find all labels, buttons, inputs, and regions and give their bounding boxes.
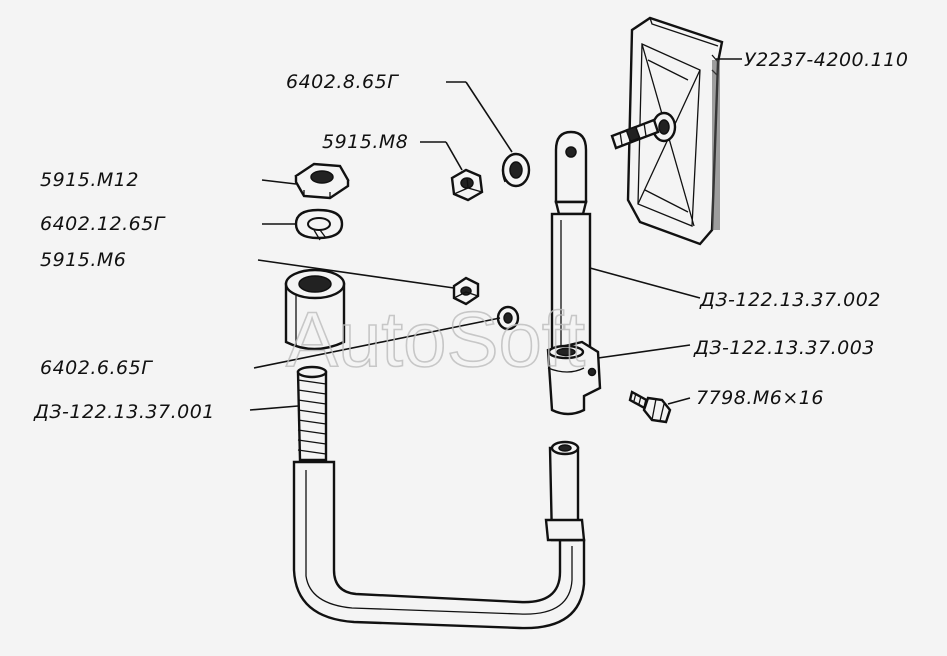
label-clamp: ДЗ-122.13.37.003	[693, 337, 875, 359]
label-nut-m12: 5915.М12	[40, 169, 139, 191]
u-bolt-part	[292, 365, 586, 630]
label-bolt: 7798.М6×16	[696, 387, 824, 409]
rod-part	[550, 130, 592, 364]
label-mirror: У2237-4200.110	[744, 49, 908, 71]
label-washer-6: 6402.6.65Г	[40, 357, 153, 379]
label-nut-m6: 5915.М6	[40, 249, 126, 271]
washer-8-part	[501, 152, 531, 188]
bushing-part	[284, 268, 346, 351]
watermark-text: AutoSoft	[286, 295, 586, 383]
label-washer-12: 6402.12.65Г	[40, 213, 166, 235]
nut-m6-part	[452, 276, 480, 306]
nut-m8-part	[450, 168, 484, 202]
bolt-part	[628, 390, 672, 424]
mirror-part	[610, 16, 724, 246]
nut-m12-part	[294, 162, 350, 200]
clamp-part	[546, 340, 602, 416]
washer-12-part	[294, 208, 344, 241]
label-washer-8: 6402.8.65Г	[286, 71, 399, 93]
label-u-bolt: ДЗ-122.13.37.001	[33, 401, 215, 423]
label-rod: ДЗ-122.13.37.002	[699, 289, 881, 311]
leader-lines	[249, 58, 742, 411]
label-nut-m8: 5915.М8	[322, 131, 408, 153]
